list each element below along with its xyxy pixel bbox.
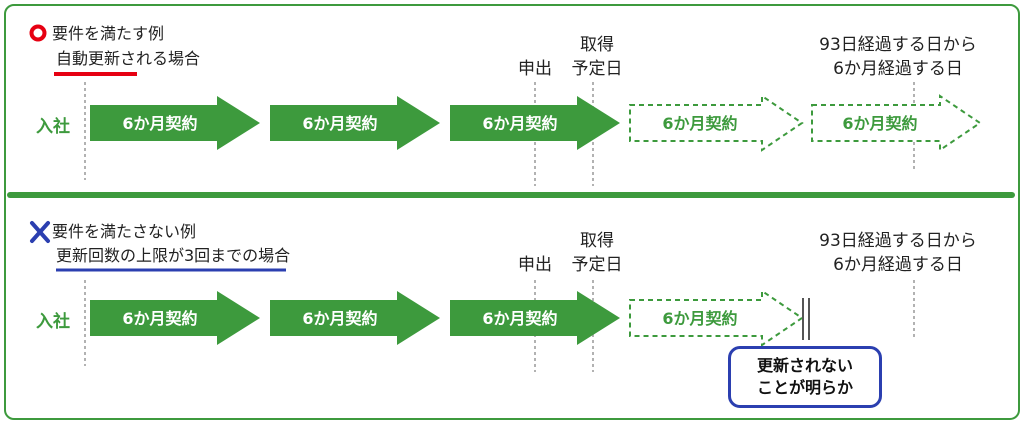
not-renewed-note: 更新されない ことが明らか	[728, 346, 882, 408]
bottom-contract-arrow-3	[450, 291, 620, 345]
top-title: 要件を満たす例	[52, 24, 164, 43]
bottom-label-93-2: 6か月経過する日	[833, 255, 963, 275]
top-contract-label-2: 6か月契約	[302, 114, 377, 133]
bottom-label-planned-1: 取得	[580, 231, 614, 251]
top-label-planned-2: 予定日	[572, 59, 623, 79]
bottom-label-start: 入社	[36, 311, 70, 332]
bottom-contract-arrow-4	[629, 289, 804, 347]
note-line-2: ことが明らか	[756, 378, 853, 397]
bottom-contract-label-3: 6か月契約	[482, 309, 557, 328]
bottom-title: 要件を満たさない例	[52, 222, 196, 241]
bottom-contract-label-1: 6か月契約	[122, 309, 197, 328]
diagram-frame	[4, 4, 1020, 420]
top-label-start: 入社	[36, 116, 70, 137]
top-contract-arrow-5	[811, 94, 982, 152]
top-label-apply: 申出	[518, 59, 552, 79]
bottom-contract-label-2: 6か月契約	[302, 309, 377, 328]
top-contract-arrow-4	[629, 94, 804, 152]
top-contract-label-1: 6か月契約	[122, 114, 197, 133]
top-contract-label-5: 6か月契約	[842, 114, 917, 133]
top-label-93-1: 93日経過する日から	[819, 35, 977, 55]
top-contract-label-3: 6か月契約	[482, 114, 557, 133]
contract-end-bars-icon	[802, 298, 810, 340]
top-label-93-2: 6か月経過する日	[833, 59, 963, 79]
top-label-planned-1: 取得	[580, 35, 614, 55]
bottom-label-planned-2: 予定日	[572, 255, 623, 275]
ng-cross-icon	[30, 221, 50, 243]
top-contract-label-4: 6か月契約	[662, 114, 737, 133]
top-contract-arrow-2	[270, 96, 440, 150]
bottom-contract-arrow-1	[90, 291, 260, 345]
top-contract-arrow-3	[450, 96, 620, 150]
note-line-1: 更新されない	[756, 356, 853, 375]
bottom-contract-label-4: 6か月契約	[662, 309, 737, 328]
ok-circle-icon	[29, 24, 47, 42]
bottom-label-93-1: 93日経過する日から	[819, 231, 977, 251]
bottom-label-apply: 申出	[518, 255, 552, 275]
bottom-subtitle: 更新回数の上限が3回までの場合	[56, 246, 290, 265]
top-contract-arrow-1	[90, 96, 260, 150]
top-subtitle: 自動更新される場合	[56, 49, 200, 68]
bottom-contract-arrow-2	[270, 291, 440, 345]
